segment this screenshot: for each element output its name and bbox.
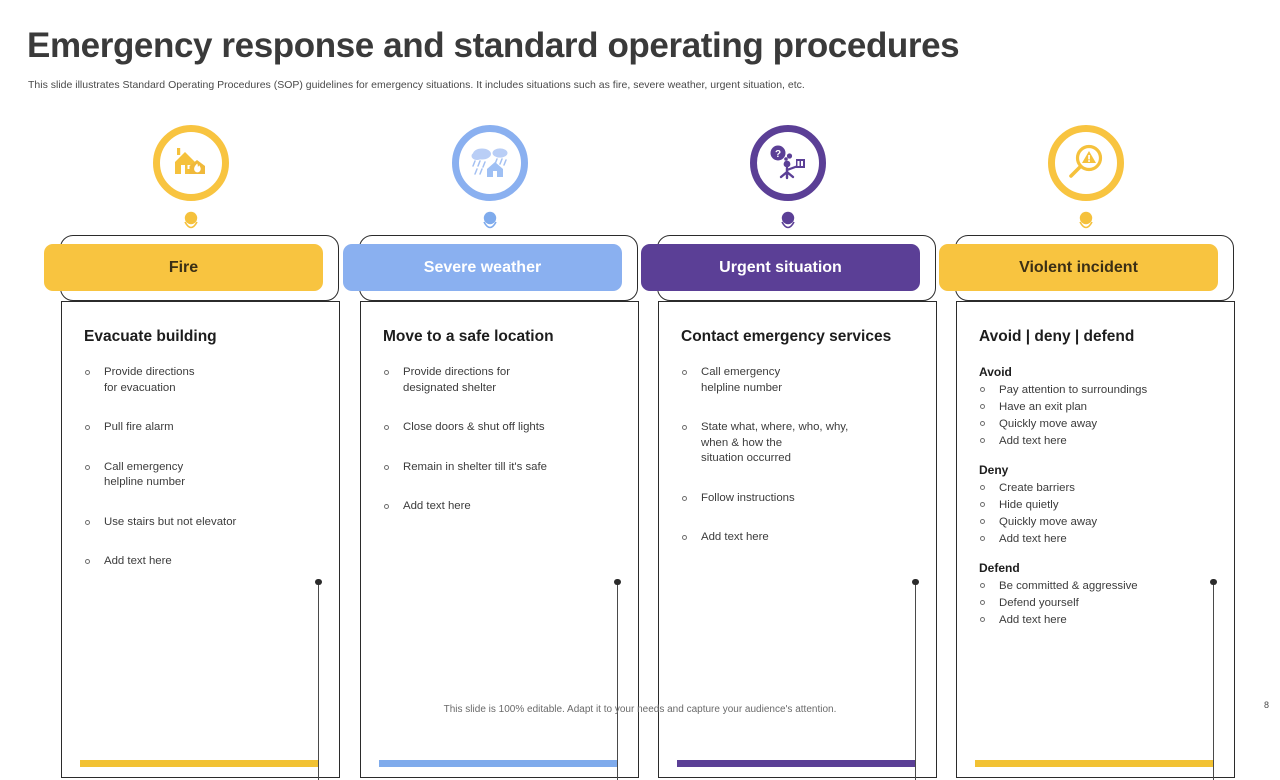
magnifier-warning-icon <box>1069 144 1103 178</box>
list-item: Remain in shelter till it's safe <box>383 460 624 476</box>
banner-violent-incident[interactable]: Violent incident <box>939 244 1218 291</box>
list-item: Quickly move away <box>979 416 1220 432</box>
card-title-fire: Evacuate building <box>84 328 217 345</box>
list-item: State what, where, who, why,when & how t… <box>681 420 922 467</box>
person-question-bubble-icon: ? <box>770 145 805 180</box>
column-urgent-situation: ? Urgent situation Contact emergency ser… <box>638 125 938 780</box>
storm-rain-house-icon <box>471 148 508 177</box>
list-item: Add text here <box>979 531 1220 547</box>
icon-circle-violent-incident <box>1048 125 1124 201</box>
list-item: Create barriers <box>979 480 1220 496</box>
footer-note: This slide is 100% editable. Adapt it to… <box>443 704 837 715</box>
map-pin-severe-weather-icon <box>483 211 497 229</box>
banner-fire[interactable]: Fire <box>44 244 323 291</box>
card-title-violent-incident: Avoid | deny | defend <box>979 328 1135 345</box>
map-pin-urgent-situation-icon <box>781 211 795 229</box>
list-item: Add text here <box>979 433 1220 449</box>
list-item: Use stairs but not elevator <box>84 515 325 531</box>
list-item: Defend yourself <box>979 595 1220 611</box>
icon-wrap-urgent-situation: ? <box>638 125 938 230</box>
accent-bar-urgent-situation <box>677 760 915 767</box>
list-item: Hide quietly <box>979 497 1220 513</box>
list-item: Add text here <box>681 530 922 546</box>
list-item: Add text here <box>979 612 1220 628</box>
card-title-urgent-situation: Contact emergency services <box>681 328 892 345</box>
accent-bar-fire <box>80 760 318 767</box>
banner-severe-weather[interactable]: Severe weather <box>343 244 622 291</box>
icon-wrap-fire <box>41 125 341 230</box>
card-title-severe-weather: Move to a safe location <box>383 328 554 345</box>
banner-urgent-situation[interactable]: Urgent situation <box>641 244 920 291</box>
sub-group-heading: Deny <box>979 463 1009 477</box>
slide-title: Emergency response and standard operatin… <box>27 26 960 65</box>
map-pin-violent-incident-icon <box>1079 211 1093 229</box>
list-item: Close doors & shut off lights <box>383 420 624 436</box>
column-severe-weather: Severe weather Move to a safe location P… <box>340 125 640 780</box>
sub-group-heading: Avoid <box>979 365 1012 379</box>
divider-line-fire <box>315 579 322 780</box>
divider-line-violent-incident <box>1210 579 1217 780</box>
list-item: Be committed & aggressive <box>979 578 1220 594</box>
icon-wrap-violent-incident <box>936 125 1236 230</box>
icon-wrap-severe-weather <box>340 125 640 230</box>
sub-group-heading: Defend <box>979 561 1020 575</box>
list-item: Pull fire alarm <box>84 420 325 436</box>
svg-text:?: ? <box>775 149 781 160</box>
slide-subtitle: This slide illustrates Standard Operatin… <box>28 79 805 91</box>
list-item: Follow instructions <box>681 491 922 507</box>
card-severe-weather: Move to a safe location Provide directio… <box>360 301 639 780</box>
map-pin-fire-icon <box>184 211 198 229</box>
column-fire: Fire Evacuate building Provide direction… <box>41 125 341 780</box>
accent-bar-violent-incident <box>975 760 1213 767</box>
icon-circle-urgent-situation: ? <box>750 125 826 201</box>
list-item: Add text here <box>383 499 624 515</box>
list-item: Quickly move away <box>979 514 1220 530</box>
icon-circle-severe-weather <box>452 125 528 201</box>
list-item: Have an exit plan <box>979 399 1220 415</box>
icon-circle-fire <box>153 125 229 201</box>
column-violent-incident: Violent incident Avoid | deny | defend A… <box>936 125 1236 780</box>
divider-line-urgent-situation <box>912 579 919 780</box>
divider-line-severe-weather <box>614 579 621 780</box>
house-fire-icon <box>175 148 205 174</box>
accent-bar-severe-weather <box>379 760 617 767</box>
list-item: Pay attention to surroundings <box>979 382 1220 398</box>
list-item: Add text here <box>84 554 325 570</box>
page-number: 8 <box>1263 700 1269 710</box>
